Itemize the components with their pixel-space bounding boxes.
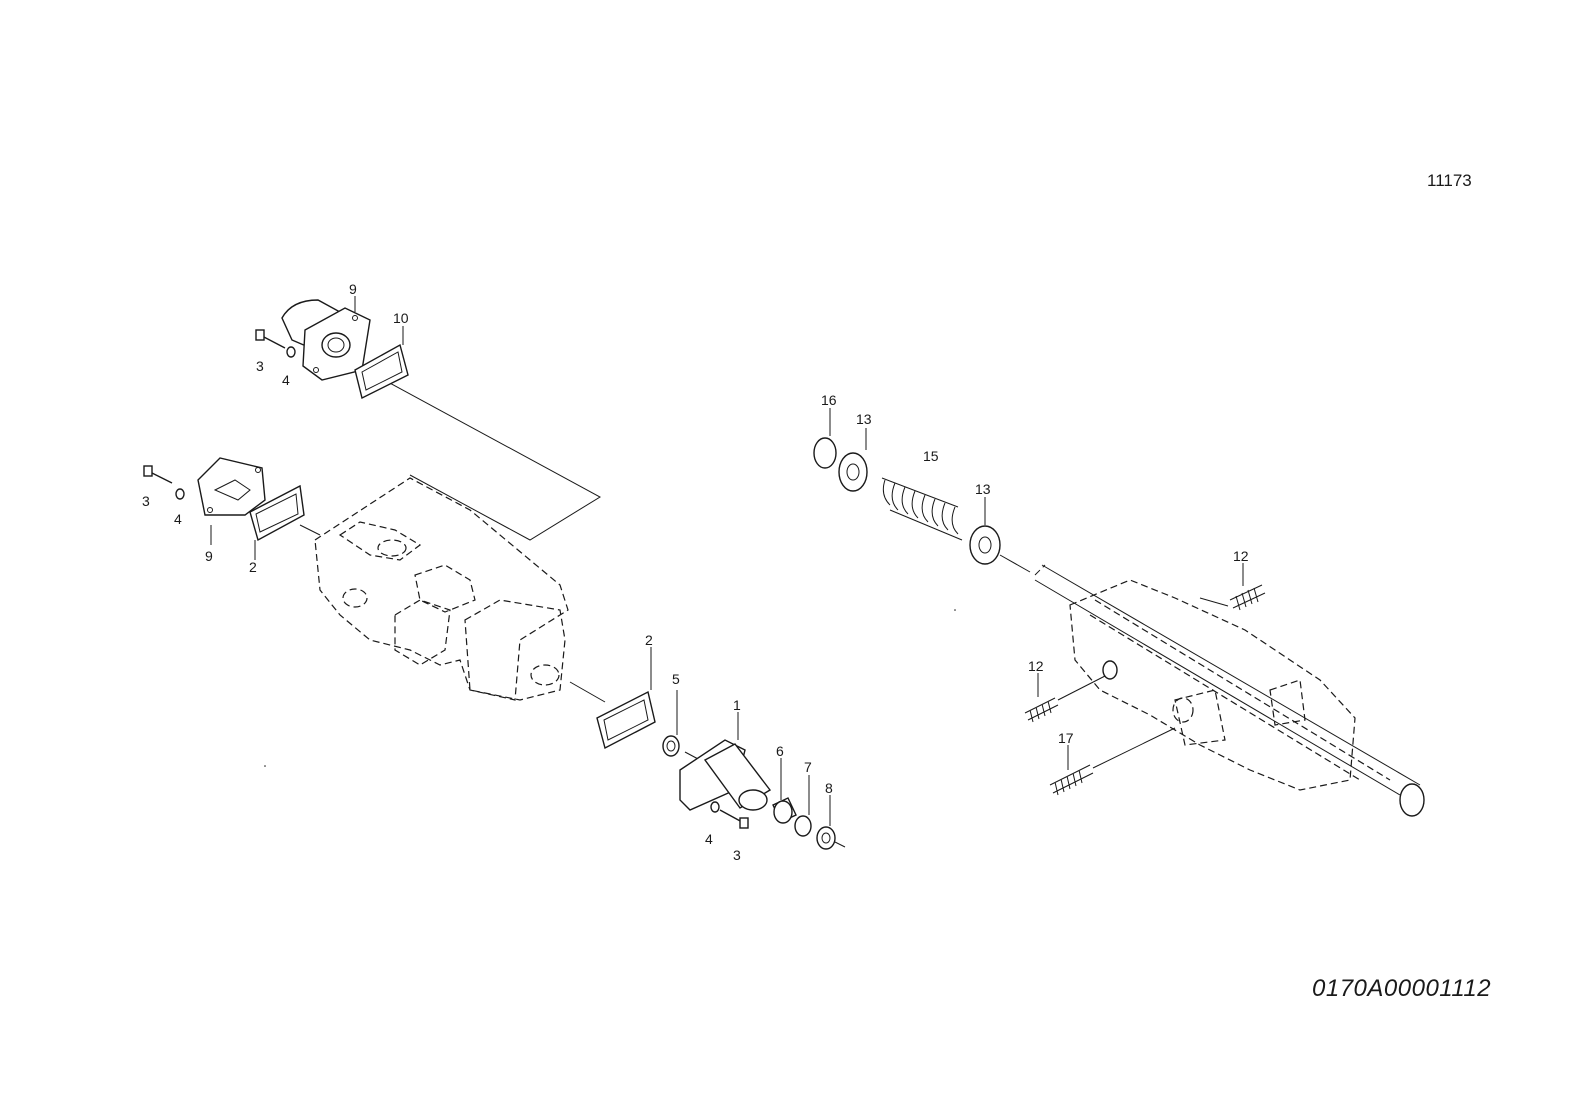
callout-12-lower: 12 [1028,658,1044,674]
part-4-washer-left [175,488,185,500]
part-8-nut [816,826,836,850]
part-6-bushing [772,797,797,824]
callout-4-upper: 4 [282,372,290,388]
callout-1: 1 [733,697,741,713]
callout-15: 15 [923,448,939,464]
main-shaft [1034,564,1425,817]
part-4-washer-upper [286,346,296,358]
callout-4-left: 4 [174,511,182,527]
part-3-bolt-front [719,809,749,829]
leader-line-top [374,374,601,541]
part-12-spring-upper [1229,584,1266,611]
part-3-bolt-left [143,465,173,484]
part-16-snap-ring [813,437,837,469]
part-4-washer-front [710,801,720,813]
callout-3-left: 3 [142,493,150,509]
left-housing-outline [314,477,569,701]
callout-12-upper: 12 [1233,548,1249,564]
callout-17: 17 [1058,730,1074,746]
callout-3-upper: 3 [256,358,264,374]
part-13-washer-a [838,452,868,492]
part-5-seal [662,735,680,757]
part-17-spring [1049,764,1094,796]
callout-10: 10 [393,310,409,326]
part-15-spring [881,477,963,541]
part-12-spring-lower [1024,697,1059,723]
drawing-code: 0170A00001112 [1312,975,1492,1002]
callout-3-front: 3 [733,847,741,863]
right-housing-outline [1069,579,1391,791]
callout-7: 7 [804,759,812,775]
part-2-left-gasket [249,484,305,542]
shaft-splined-end [1399,783,1425,817]
part-1-front-cover [679,739,772,811]
part-2-front-gasket [596,690,656,750]
part-10-upper-gasket [354,343,409,400]
part-7-washer [794,815,812,837]
shaft-bore [1102,660,1118,680]
callout-9-left: 9 [205,548,213,564]
callout-2-left: 2 [249,559,257,575]
callout-16: 16 [821,392,837,408]
callout-13-a: 13 [856,411,872,427]
callout-leaders [210,296,1244,826]
part-3-bolt-upper [255,329,286,349]
part-13-washer-b [969,525,1001,565]
callout-13-b: 13 [975,481,991,497]
callout-5: 5 [672,671,680,687]
callout-9-upper: 9 [349,281,357,297]
callout-8: 8 [825,780,833,796]
callout-6: 6 [776,743,784,759]
part-9-upper-cover [281,299,371,381]
callout-4-front: 4 [705,831,713,847]
part-9-left-cover [197,457,266,516]
callout-2-front: 2 [645,632,653,648]
figure-number: 11173 [1427,171,1472,190]
